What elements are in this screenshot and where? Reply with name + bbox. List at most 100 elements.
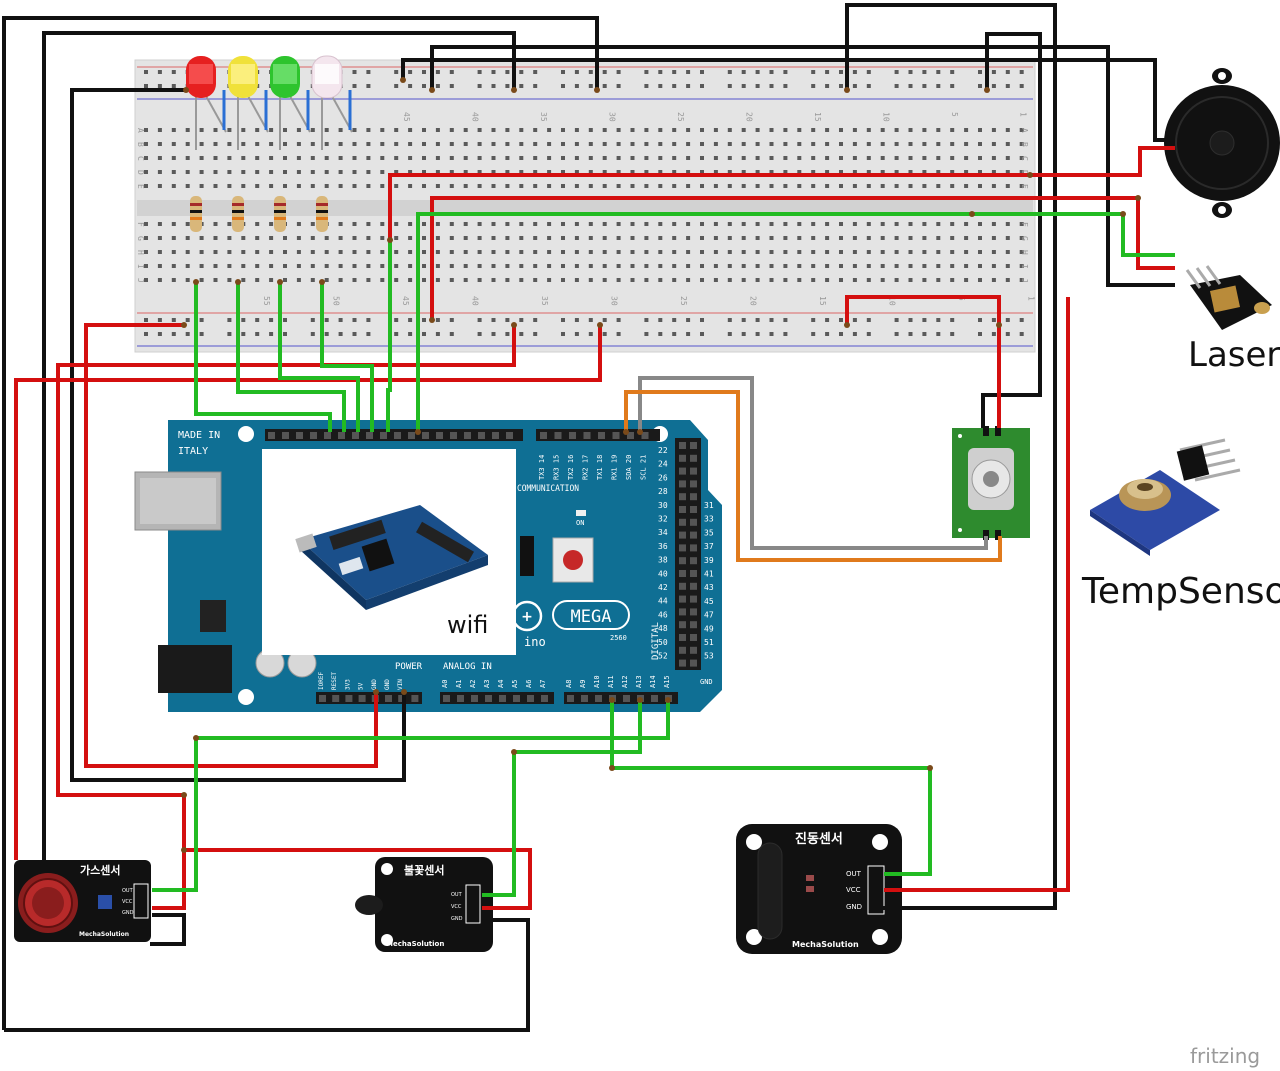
header-pin [679,493,686,501]
led-green [270,56,300,98]
breadboard-hole [825,332,830,336]
breadboard-hole [296,156,301,160]
analog-pin-label: A9 [579,680,587,688]
breadboard-hole [797,222,802,226]
breadboard-hole [700,184,704,188]
led-white [311,55,343,99]
breadboard-hole [477,170,482,174]
breadboard-hole [755,236,760,240]
breadboard-hole [658,236,663,240]
breadboard-hole [1005,332,1010,336]
header-pin [296,432,303,439]
breadboard-hole [741,128,746,132]
breadboard-hole [908,156,913,160]
header-pin [345,695,353,702]
breadboard-hole [519,250,524,254]
breadboard-hole [185,278,190,282]
breadboard-hole [894,236,899,240]
analog-pin-label: A14 [649,675,657,688]
breadboard-hole [463,156,468,160]
wire-end [183,87,189,93]
breadboard-hole [324,318,329,322]
breadboard-hole [672,332,677,336]
breadboard-hole [533,250,538,254]
breadboard-hole [783,318,788,322]
header-pin [513,695,520,702]
breadboard-hole [366,170,371,174]
wire-end [511,749,517,755]
breadboard-hole [880,264,885,268]
breadboard-hole [422,264,426,268]
breadboard-hole [880,156,885,160]
breadboard-hole [866,278,871,282]
breadboard-hole [741,250,746,254]
breadboard-hole [964,128,969,132]
vibration-sensor-title: 진동센서 [795,831,843,847]
breadboard-hole [227,250,232,254]
vibration-sensor-module: 진동센서 MechaSolution OUT VCC GND [736,824,902,954]
breadboard-row-letter: G [136,236,145,241]
breadboard-column-number: 20 [745,112,754,122]
breadboard-hole [936,142,941,146]
breadboard-hole [449,222,454,226]
breadboard-hole [491,278,496,282]
breadboard-hole [561,332,565,336]
breadboard-hole [686,264,691,268]
breadboard-hole [964,222,969,226]
header-pin [506,432,513,439]
breadboard-hole [1005,156,1010,160]
breadboard-hole [991,318,996,322]
breadboard-hole [269,264,274,268]
breadboard-hole [422,332,426,336]
breadboard-hole [491,222,496,226]
header-pin [366,432,373,439]
breadboard-hole [950,318,955,322]
breadboard-hole [505,264,510,268]
breadboard-hole [908,318,913,322]
breadboard-hole [144,222,148,226]
power-pin-label: 3V3 [344,679,351,690]
breadboard-hole [185,142,190,146]
breadboard-hole [825,222,830,226]
breadboard-hole [394,128,399,132]
breadboard-hole [227,170,232,174]
breadboard-hole [825,170,830,174]
breadboard-hole [713,236,718,240]
breadboard-hole [144,184,148,188]
wire-end [597,322,603,328]
breadboard-hole [964,184,969,188]
breadboard-hole [533,128,538,132]
breadboard-hole [199,184,204,188]
breadboard-hole [936,128,941,132]
breadboard-hole [783,184,788,188]
wire-end [511,322,517,328]
breadboard-hole [672,318,677,322]
breadboard-row-letter: A [1020,128,1029,133]
header-pin [338,432,345,439]
breadboard-hole [422,70,426,74]
breadboard-hole [658,70,663,74]
wire-end [844,322,850,328]
breadboard-hole [408,156,413,160]
breadboard-hole [144,236,148,240]
breadboard-hole [171,184,176,188]
header-pin [690,493,697,501]
breadboard-hole [727,222,732,226]
breadboard-hole [463,184,468,188]
breadboard-hole [700,318,704,322]
made-in-label: MADE IN [178,430,220,441]
breadboard-hole [588,332,593,336]
breadboard-hole [783,236,788,240]
breadboard-hole [241,142,246,146]
breadboard-hole [366,278,371,282]
breadboard-hole [324,128,329,132]
breadboard-hole [1005,84,1010,88]
breadboard-row-letter: C [136,156,145,161]
breadboard-hole [644,278,649,282]
breadboard-hole [185,332,190,336]
breadboard-hole [519,264,524,268]
breadboard-hole [700,278,704,282]
breadboard-hole [269,184,274,188]
breadboard-hole [839,278,843,282]
breadboard-hole [602,250,607,254]
